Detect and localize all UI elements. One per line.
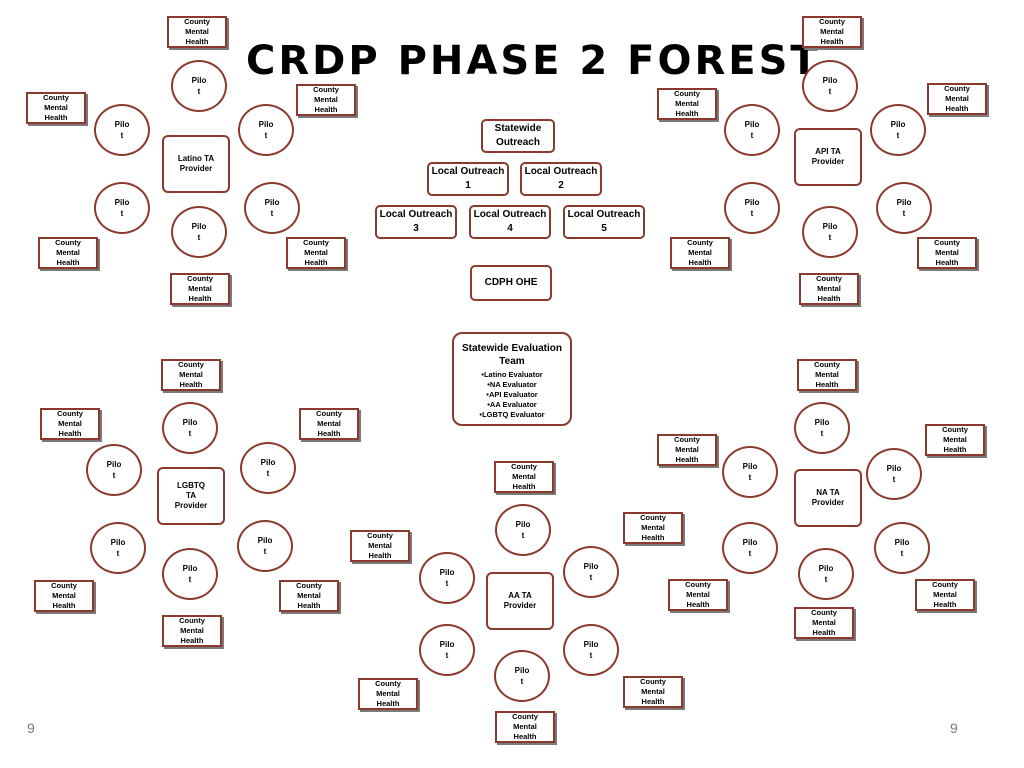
pilot-circle: Pilot <box>724 182 780 234</box>
pilot-circle: Pilot <box>94 182 150 234</box>
county-mental-health-box: County Mental Health <box>161 359 221 391</box>
county-mental-health-box: County Mental Health <box>26 92 86 124</box>
pilot-circle: Pilot <box>240 442 296 494</box>
pilot-circle: Pilot <box>802 206 858 258</box>
pilot-circle: Pilot <box>495 504 551 556</box>
evaluator-item: NA Evaluator <box>454 380 570 390</box>
evaluator-item: Latino Evaluator <box>454 370 570 380</box>
pilot-circle: Pilot <box>171 60 227 112</box>
evaluation-title: Statewide Evaluation Team <box>461 343 563 367</box>
county-mental-health-box: County Mental Health <box>167 16 227 48</box>
county-mental-health-box: County Mental Health <box>802 16 862 48</box>
county-mental-health-box: County Mental Health <box>927 83 987 115</box>
aa-ta-provider: AA TA Provider <box>486 572 554 630</box>
county-mental-health-box: County Mental Health <box>794 607 854 639</box>
pilot-circle: Pilot <box>86 444 142 496</box>
api-ta-provider: API TA Provider <box>794 128 862 186</box>
pilot-circle: Pilot <box>722 522 778 574</box>
county-mental-health-box: County Mental Health <box>279 580 339 612</box>
latino-ta-provider: Latino TA Provider <box>162 135 230 193</box>
evaluator-item: API Evaluator <box>454 390 570 400</box>
county-mental-health-box: County Mental Health <box>358 678 418 710</box>
county-mental-health-box: County Mental Health <box>38 237 98 269</box>
county-mental-health-box: County Mental Health <box>657 88 717 120</box>
cdph-ohe-box: CDPH OHE <box>470 265 552 301</box>
pilot-circle: Pilot <box>162 548 218 600</box>
county-mental-health-box: County Mental Health <box>34 580 94 612</box>
county-mental-health-box: County Mental Health <box>623 676 683 708</box>
local-outreach-box: Local Outreach 4 <box>469 205 551 239</box>
county-mental-health-box: County Mental Health <box>668 579 728 611</box>
pilot-circle: Pilot <box>722 446 778 498</box>
page-number-right: 9 <box>950 720 958 736</box>
page-number-left: 9 <box>27 720 35 736</box>
pilot-circle: Pilot <box>563 546 619 598</box>
statewide-outreach-box: Statewide Outreach <box>481 119 555 153</box>
pilot-circle: Pilot <box>94 104 150 156</box>
county-mental-health-box: County Mental Health <box>40 408 100 440</box>
pilot-circle: Pilot <box>802 60 858 112</box>
local-outreach-box: Local Outreach 5 <box>563 205 645 239</box>
pilot-circle: Pilot <box>244 182 300 234</box>
county-mental-health-box: County Mental Health <box>670 237 730 269</box>
pilot-circle: Pilot <box>237 520 293 572</box>
county-mental-health-box: County Mental Health <box>797 359 857 391</box>
pilot-circle: Pilot <box>870 104 926 156</box>
county-mental-health-box: County Mental Health <box>657 434 717 466</box>
county-mental-health-box: County Mental Health <box>494 461 554 493</box>
county-mental-health-box: County Mental Health <box>296 84 356 116</box>
pilot-circle: Pilot <box>171 206 227 258</box>
evaluator-list: Latino Evaluator NA Evaluator API Evalua… <box>454 370 570 420</box>
county-mental-health-box: County Mental Health <box>162 615 222 647</box>
page-title: CRDP PHASE 2 FOREST <box>246 38 821 84</box>
county-mental-health-box: County Mental Health <box>350 530 410 562</box>
evaluator-item: AA Evaluator <box>454 400 570 410</box>
county-mental-health-box: County Mental Health <box>170 273 230 305</box>
county-mental-health-box: County Mental Health <box>917 237 977 269</box>
evaluator-item: LGBTQ Evaluator <box>454 410 570 420</box>
pilot-circle: Pilot <box>798 548 854 600</box>
pilot-circle: Pilot <box>419 552 475 604</box>
na-ta-provider: NA TA Provider <box>794 469 862 527</box>
county-mental-health-box: County Mental Health <box>623 512 683 544</box>
county-mental-health-box: County Mental Health <box>299 408 359 440</box>
pilot-circle: Pilot <box>494 650 550 702</box>
pilot-circle: Pilot <box>866 448 922 500</box>
pilot-circle: Pilot <box>90 522 146 574</box>
county-mental-health-box: County Mental Health <box>915 579 975 611</box>
statewide-evaluation-team: Statewide Evaluation Team Latino Evaluat… <box>452 332 572 426</box>
pilot-circle: Pilot <box>724 104 780 156</box>
pilot-circle: Pilot <box>794 402 850 454</box>
lgbtq-ta-provider: LGBTQ TA Provider <box>157 467 225 525</box>
pilot-circle: Pilot <box>419 624 475 676</box>
county-mental-health-box: County Mental Health <box>286 237 346 269</box>
pilot-circle: Pilot <box>238 104 294 156</box>
pilot-circle: Pilot <box>563 624 619 676</box>
county-mental-health-box: County Mental Health <box>799 273 859 305</box>
county-mental-health-box: County Mental Health <box>925 424 985 456</box>
local-outreach-box: Local Outreach 3 <box>375 205 457 239</box>
pilot-circle: Pilot <box>876 182 932 234</box>
local-outreach-box: Local Outreach 1 <box>427 162 509 196</box>
local-outreach-box: Local Outreach 2 <box>520 162 602 196</box>
pilot-circle: Pilot <box>162 402 218 454</box>
county-mental-health-box: County Mental Health <box>495 711 555 743</box>
pilot-circle: Pilot <box>874 522 930 574</box>
